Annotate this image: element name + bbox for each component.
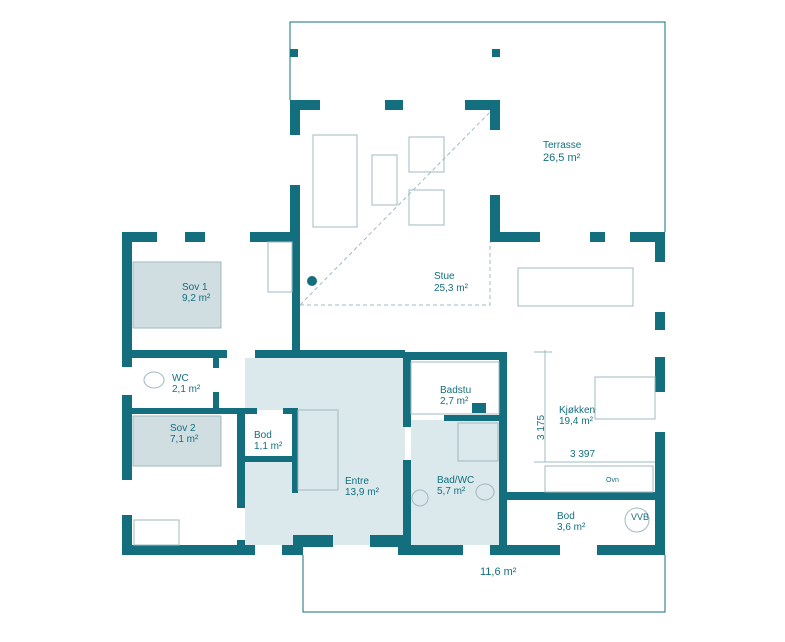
sauna-heater-icon — [472, 403, 486, 413]
room-name: Sov 1 — [182, 282, 208, 293]
dimension-horizontal: 3 397 — [570, 449, 595, 460]
room-area: 2,1 m² — [172, 384, 201, 395]
room-label-sov2: Sov 2 7,1 m² — [170, 423, 199, 445]
room-area: 5,7 m² — [437, 486, 466, 497]
fireplace-icon — [307, 276, 317, 286]
room-label-terrasse: Terrasse 26,5 m² — [543, 140, 582, 164]
room-name: Entre — [345, 476, 369, 487]
porch-outline — [302, 555, 666, 613]
room-name: Bod — [557, 511, 575, 522]
room-label-entre: Entre 13,9 m² — [345, 476, 380, 498]
room-name: Bod — [254, 430, 272, 441]
room-label-bad-wc: Bad/WC 5,7 m² — [437, 475, 474, 497]
furniture — [133, 111, 656, 546]
room-area: 19,4 m² — [559, 416, 594, 427]
room-label-kjokken: Kjøkken 19,4 m² — [559, 405, 595, 427]
room-area: 3,6 m² — [557, 522, 586, 533]
room-label-stue: Stue 25,3 m² — [434, 271, 469, 294]
room-area: 26,5 m² — [543, 152, 581, 164]
room-label-bod-large: Bod 3,6 m² — [557, 511, 586, 533]
water-heater-label: VVB — [631, 512, 649, 522]
room-name: Badstu — [440, 385, 471, 396]
room-name: Stue — [434, 271, 455, 282]
room-area: 9,2 m² — [182, 293, 211, 304]
dimension-lines: 3 175 3 397 — [534, 350, 655, 463]
terrace-outline — [289, 21, 666, 232]
room-name: Terrasse — [543, 140, 582, 151]
room-label-bod-small: Bod 1,1 m² — [254, 430, 283, 452]
room-name: WC — [172, 373, 189, 384]
porch-area: 11,6 m² — [480, 566, 517, 578]
room-area: 2,7 m² — [440, 396, 469, 407]
room-name: Kjøkken — [559, 405, 595, 416]
dimension-vertical: 3 175 — [536, 415, 547, 440]
walls — [122, 100, 665, 555]
room-area: 25,3 m² — [434, 283, 469, 294]
room-label-sov1: Sov 1 9,2 m² — [182, 282, 211, 304]
room-area: 1,1 m² — [254, 441, 283, 452]
oven-label: Ovn — [606, 477, 619, 484]
room-area: 13,9 m² — [345, 487, 380, 498]
room-name: Bad/WC — [437, 475, 474, 486]
room-area: 7,1 m² — [170, 434, 199, 445]
room-name: Sov 2 — [170, 423, 196, 434]
room-label-badstu: Badstu 2,7 m² — [440, 385, 471, 407]
room-label-wc: WC 2,1 m² — [172, 373, 201, 395]
highlighted-floor — [132, 261, 499, 545]
